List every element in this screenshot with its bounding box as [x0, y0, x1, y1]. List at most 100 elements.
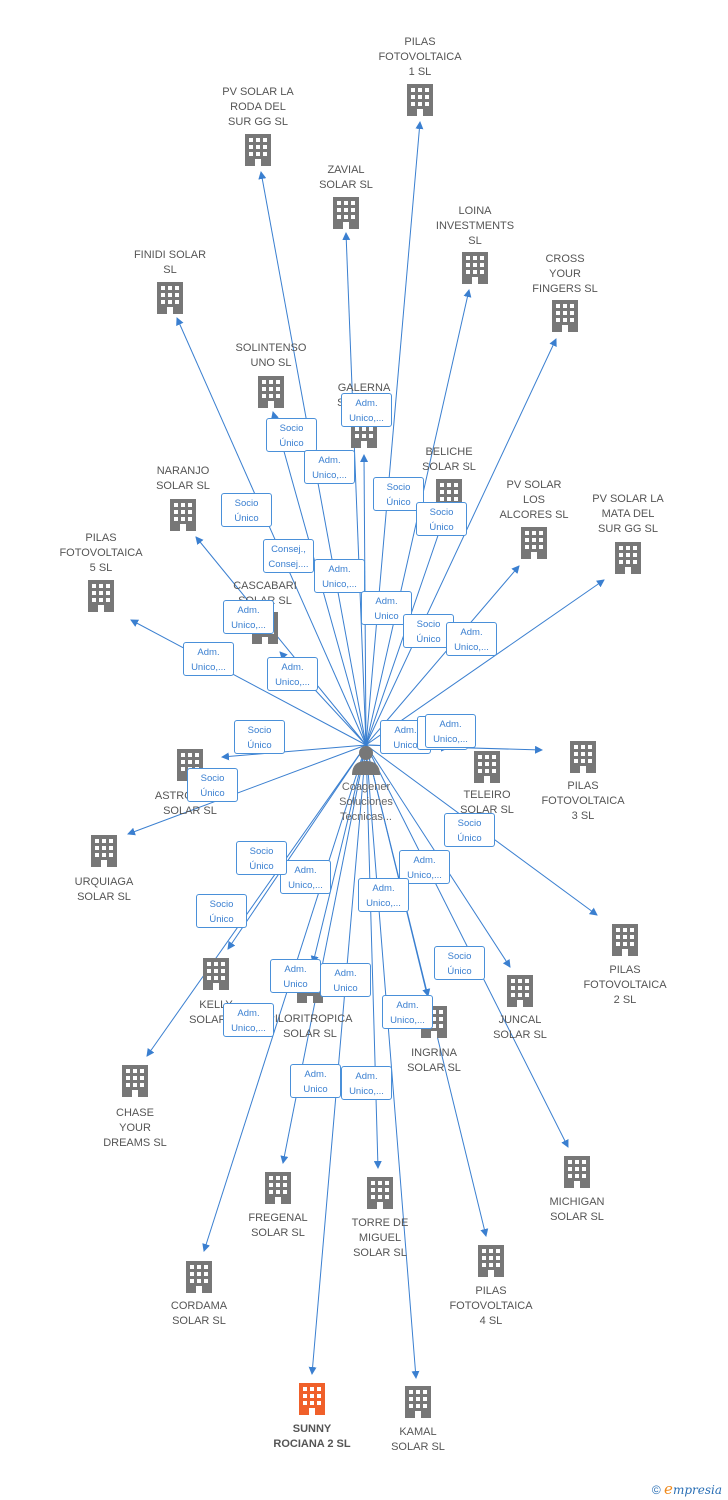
relation-edge-sunny	[308, 744, 367, 1375]
role-badge[interactable]: Socio Único	[266, 418, 317, 452]
company-label-juncal[interactable]: JUNCAL SOLAR SL	[493, 1014, 547, 1041]
building-icon[interactable]	[405, 1386, 431, 1418]
company-label-loina[interactable]: LOINA INVESTMENTS SL	[435, 205, 515, 247]
company-label-beliche[interactable]: BELICHE SOLAR SL	[422, 446, 476, 473]
role-badge[interactable]: Socio Único	[373, 477, 424, 511]
role-badge[interactable]: Socio Único	[444, 813, 495, 847]
company-label-cross[interactable]: CROSS YOUR FINGERS SL	[532, 253, 598, 295]
role-badge[interactable]: Adm. Unico,...	[223, 600, 274, 634]
building-icon[interactable]	[170, 499, 196, 531]
company-label-torre[interactable]: TORRE DE MIGUEL SOLAR SL	[351, 1217, 409, 1259]
company-label-pilas1[interactable]: PILAS FOTOVOLTAICA 1 SL	[378, 36, 462, 78]
brand-logo-text: mpresia	[672, 1483, 722, 1497]
relation-edge-pvalcores	[365, 565, 520, 746]
role-badge[interactable]: Adm. Unico,...	[304, 450, 355, 484]
relation-edge-cordama	[202, 744, 367, 1252]
role-badge[interactable]: Adm. Unico,...	[223, 1003, 274, 1037]
building-icon[interactable]	[122, 1065, 148, 1097]
building-icon[interactable]	[265, 1172, 291, 1204]
relation-edge-urquiaga	[127, 744, 367, 836]
brand-logo-initial: e	[664, 1480, 673, 1498]
building-icon[interactable]	[367, 1177, 393, 1209]
company-label-finidi[interactable]: FINIDI SOLAR SL	[133, 249, 207, 276]
company-label-piloritropica[interactable]: PILORITROPICA SOLAR SL	[267, 1013, 353, 1040]
building-icon[interactable]	[462, 252, 488, 284]
relation-edge-pilas5	[130, 619, 367, 746]
role-badge[interactable]: Adm. Unico,...	[382, 995, 433, 1029]
role-badge[interactable]: Adm. Unico	[270, 959, 321, 993]
role-badge[interactable]: Socio Único	[236, 841, 287, 875]
role-badge[interactable]: Adm. Unico,...	[341, 1066, 392, 1100]
building-icon[interactable]	[564, 1156, 590, 1188]
building-icon[interactable]	[407, 84, 433, 116]
building-icon[interactable]	[552, 300, 578, 332]
company-label-fregenal[interactable]: FREGENAL SOLAR SL	[248, 1212, 308, 1239]
role-badge[interactable]: Adm. Unico	[320, 963, 371, 997]
building-icon[interactable]	[299, 1383, 325, 1415]
company-label-pilas4[interactable]: PILAS FOTOVOLTAICA 4 SL	[449, 1285, 533, 1327]
role-badge[interactable]: Socio Único	[403, 614, 454, 648]
role-badge[interactable]: Adm. Unico	[290, 1064, 341, 1098]
company-label-michigan[interactable]: MICHIGAN SOLAR SL	[549, 1196, 605, 1223]
copyright-symbol: ©	[651, 1483, 661, 1497]
building-icon[interactable]	[570, 741, 596, 773]
role-badge[interactable]: Socio Único	[187, 768, 238, 802]
building-icon[interactable]	[157, 282, 183, 314]
building-icon[interactable]	[521, 527, 547, 559]
relation-edge-pvmata	[365, 579, 605, 746]
company-label-pilas2[interactable]: PILAS FOTOVOLTAICA 2 SL	[583, 964, 667, 1006]
role-badge[interactable]: Adm. Unico,...	[280, 860, 331, 894]
relation-edge-kelly	[227, 744, 367, 950]
company-label-pvmata[interactable]: PV SOLAR LA MATA DEL SUR GG SL	[592, 493, 664, 535]
company-label-solintenso[interactable]: SOLINTENSO UNO SL	[235, 342, 307, 369]
company-label-naranjo[interactable]: NARANJO SOLAR SL	[156, 465, 210, 492]
company-label-cordama[interactable]: CORDAMA SOLAR SL	[170, 1300, 228, 1327]
company-label-zavial[interactable]: ZAVIAL SOLAR SL	[319, 164, 373, 191]
building-icon[interactable]	[478, 1245, 504, 1277]
building-icon[interactable]	[258, 376, 284, 408]
company-label-chase[interactable]: CHASE YOUR DREAMS SL	[103, 1107, 167, 1149]
role-badge[interactable]: Adm. Unico,...	[446, 622, 497, 656]
role-badge[interactable]: Socio Único	[434, 946, 485, 980]
building-icon[interactable]	[186, 1261, 212, 1293]
company-label-urquiaga[interactable]: URQUIAGA SOLAR SL	[74, 876, 134, 903]
person-icon	[352, 746, 380, 775]
company-label-ingrina[interactable]: INGRINA SOLAR SL	[407, 1047, 461, 1074]
company-label-pvroda[interactable]: PV SOLAR LA RODA DEL SUR GG SL	[222, 86, 294, 128]
role-badge[interactable]: Adm. Unico,...	[358, 878, 409, 912]
role-badge[interactable]: Adm. Unico,...	[341, 393, 392, 427]
company-label-sunny[interactable]: SUNNY ROCIANA 2 SL	[273, 1423, 351, 1450]
role-badge[interactable]: Socio Único	[416, 502, 467, 536]
relation-edge-kamal	[365, 744, 420, 1379]
role-badge[interactable]: Socio Único	[196, 894, 247, 928]
building-icon[interactable]	[203, 958, 229, 990]
relation-edge-astrolabio	[221, 744, 367, 761]
relation-edge-pilas4	[365, 744, 489, 1237]
relation-edge-chase	[146, 744, 367, 1057]
building-icon[interactable]	[615, 542, 641, 574]
role-badge[interactable]: Adm. Unico,...	[183, 642, 234, 676]
role-badge[interactable]: Adm. Unico,...	[399, 850, 450, 884]
building-icon[interactable]	[507, 975, 533, 1007]
copyright: © empresia	[652, 1480, 722, 1498]
company-label-pilas5[interactable]: PILAS FOTOVOLTAICA 5 SL	[59, 532, 143, 574]
company-label-kamal[interactable]: KAMAL SOLAR SL	[391, 1426, 445, 1453]
building-icon[interactable]	[88, 580, 114, 612]
building-icon[interactable]	[333, 197, 359, 229]
relation-edge-naranjo	[195, 536, 367, 746]
relation-edge-finidi	[176, 317, 367, 746]
role-badge[interactable]: Socio Único	[234, 720, 285, 754]
role-badge[interactable]: Adm. Unico,...	[267, 657, 318, 691]
relation-edge-pilas1	[365, 121, 424, 746]
role-badge[interactable]: Adm. Unico,...	[314, 559, 365, 593]
center-entity-label[interactable]: Coagener Soluciones Tecnicas...	[339, 781, 393, 823]
role-badge[interactable]: Adm. Unico,...	[425, 714, 476, 748]
role-badge[interactable]: Socio Único	[221, 493, 272, 527]
building-icon[interactable]	[612, 924, 638, 956]
company-label-pvalcores[interactable]: PV SOLAR LOS ALCORES SL	[499, 479, 569, 521]
building-icon[interactable]	[474, 751, 500, 783]
building-icon[interactable]	[245, 134, 271, 166]
building-icon[interactable]	[91, 835, 117, 867]
company-label-pilas3[interactable]: PILAS FOTOVOLTAICA 3 SL	[541, 780, 625, 822]
role-badge[interactable]: Consej., Consej....	[263, 539, 314, 573]
